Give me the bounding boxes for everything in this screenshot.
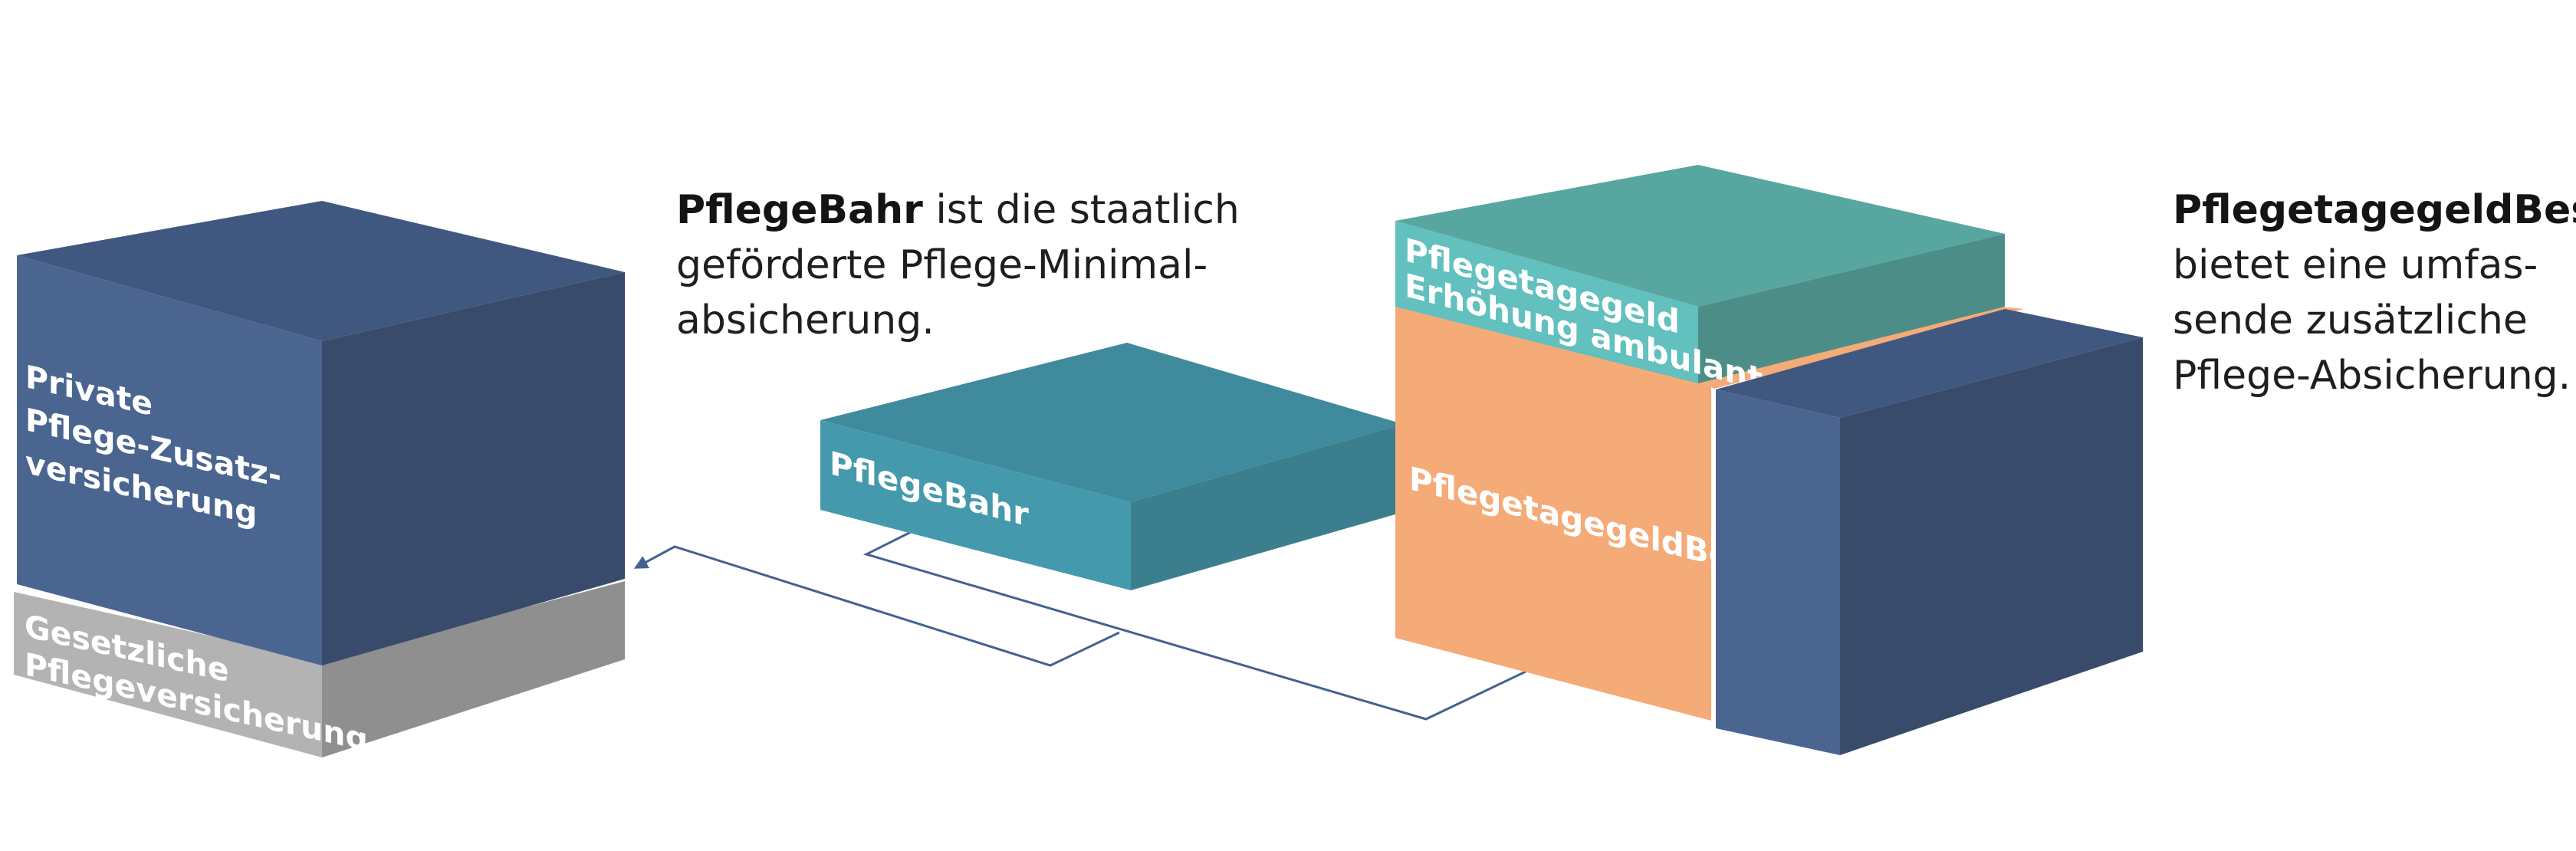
erhoehung-side-face bbox=[1698, 234, 2005, 383]
connector-pflegebahr-line bbox=[633, 545, 1120, 667]
connector-best-line bbox=[863, 530, 1526, 721]
private-front-face bbox=[17, 255, 322, 665]
garantierte-front-face bbox=[1716, 389, 1840, 755]
best-description-line-2: bietet eine umfas- bbox=[2173, 242, 2538, 288]
pflegebahr-block: PflegeBahr bbox=[820, 343, 1403, 590]
best-description-line-3: sende zusätzliche bbox=[2173, 297, 2528, 343]
best-description-line-4: Pflege-Absicherung. bbox=[2173, 353, 2571, 399]
pflegebahr-top-face bbox=[820, 343, 1403, 502]
best-description-line-1: PflegetagegeldBest bbox=[2173, 187, 2576, 233]
private-side-face bbox=[322, 272, 625, 665]
gesetzliche-front-face bbox=[14, 592, 322, 757]
pflegebahr-front-face bbox=[820, 420, 1131, 590]
pflegebahr-description-line-2: geförderte Pflege-Minimal- bbox=[676, 242, 1208, 288]
pflegebahr-description-line-1: PflegeBahr ist die staatlich bbox=[676, 187, 1240, 233]
best-front-face bbox=[1395, 307, 1711, 721]
private-top-face bbox=[17, 201, 625, 341]
garantierte-top-face bbox=[1716, 309, 2143, 418]
pflegebahr-description-line-3: absicherung. bbox=[676, 297, 935, 343]
erhoehung-top-face bbox=[1395, 165, 2005, 307]
best-description: PflegetagegeldBest bietet eine umfas- se… bbox=[2173, 182, 2576, 403]
gesetzliche-side-face bbox=[322, 581, 625, 757]
erhoehung-front-face bbox=[1395, 221, 1698, 383]
pflegetagegeldbest-block: PflegetagegeldBest bbox=[1395, 307, 1765, 721]
pflegebahr-side-face bbox=[1131, 424, 1403, 590]
gesetzliche-pflegeversicherung-block: Gesetzliche Pflegeversicherung bbox=[14, 581, 625, 759]
garantierte-beitragsentlastung-block bbox=[1716, 309, 2143, 755]
pflegebahr-description: PflegeBahr ist die staatlich geförderte … bbox=[676, 182, 1240, 348]
private-pflege-zusatzversicherung-block: Private Pflege-Zusatz- versicherung bbox=[17, 201, 625, 665]
garantierte-side-face bbox=[1840, 337, 2143, 755]
